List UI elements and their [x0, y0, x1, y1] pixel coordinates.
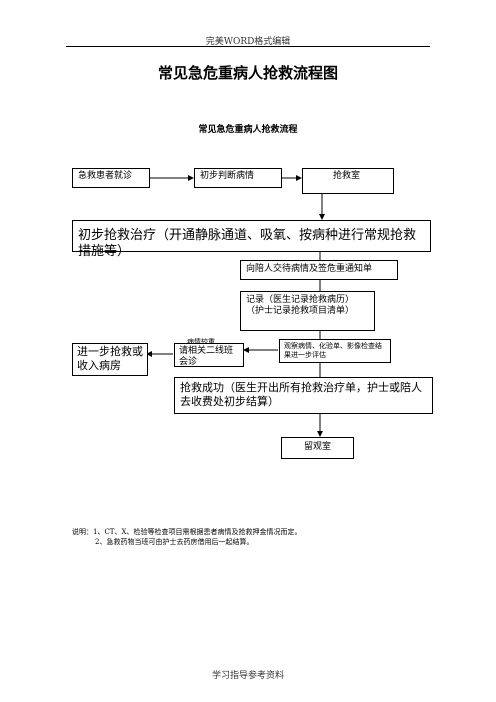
node-rescue-room: 抢救室 [302, 168, 394, 194]
notes: 说明：1、CT、X、检验等检查项目需根据患者病情及抢救押金情况而定。 2、急救药… [72, 527, 301, 547]
node-observation-room: 留观室 [281, 437, 354, 459]
header-rule [66, 46, 430, 47]
side-label: 病情较重 [187, 338, 215, 346]
node-observe: 观察病情、化验单、影像检查结果进一步评估 [279, 339, 391, 363]
node-initial-treatment: 初步抢救治疗（开通静脉通道、吸氧、按病种进行常规抢救措施等） [72, 220, 431, 259]
node-success: 抢救成功（医生开出所有抢救治疗单，护士或陪人去收费处初步结算） [174, 377, 433, 414]
node-arrival: 急救患者就诊 [72, 168, 150, 188]
page-header: 完美WORD格式编辑 [205, 37, 291, 47]
node-consult: 请相关二线班会诊 [174, 343, 244, 367]
node-further: 进一步抢救或收入病房 [72, 343, 148, 376]
node-notify-family: 向陪人交待病情及签危重通知单 [240, 260, 398, 280]
node-assess: 初步判断病情 [194, 168, 282, 188]
flow-subtitle: 常见急危重病人抢救流程 [198, 125, 298, 135]
note-1: 说明：1、CT、X、检验等检查项目需根据患者病情及抢救押金情况而定。 [72, 528, 302, 536]
page-footer: 学习指导参考资料 [211, 671, 284, 681]
note-2: 2、急救药物当班可由护士去药房借用后一起结算。 [95, 538, 254, 546]
page-title: 常见急危重病人抢救流程图 [157, 64, 338, 82]
node-records: 记录（医生记录抢救病历） （护士记录抢救项目清单） [240, 291, 375, 331]
